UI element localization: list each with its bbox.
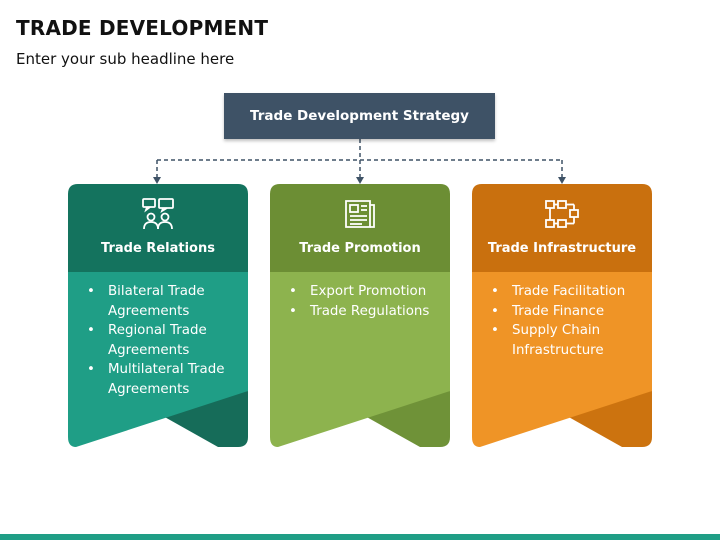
card-header: Trade Infrastructure — [472, 184, 652, 272]
page-subtitle: Enter your sub headline here — [16, 50, 235, 68]
card-trade-relations: Trade Relations Bilateral Trade Agreemen… — [68, 184, 248, 447]
card-title: Trade Promotion — [299, 241, 421, 256]
list-item: Trade Regulations — [289, 302, 442, 322]
card-trade-infrastructure: Trade Infrastructure Trade Facilitation … — [472, 184, 652, 447]
arrowhead-right — [558, 177, 566, 184]
arrowhead-middle — [356, 177, 364, 184]
network-blocks-icon — [545, 200, 579, 228]
page-title: TRADE DEVELOPMENT — [16, 16, 269, 40]
list-item: Export Promotion — [289, 282, 442, 302]
list-item: Bilateral Trade Agreements — [87, 282, 240, 321]
meeting-people-icon — [142, 198, 174, 230]
footer-bar — [0, 534, 720, 540]
list-item: Supply Chain Infrastructure — [491, 321, 644, 360]
arrowhead-left — [153, 177, 161, 184]
card-head — [472, 184, 652, 272]
list-item: Regional Trade Agreements — [87, 321, 240, 360]
card-header: Trade Promotion — [270, 184, 450, 272]
document-icon — [345, 200, 375, 228]
root-node: Trade Development Strategy — [224, 93, 495, 139]
card-trade-promotion: Trade Promotion Export Promotion Trade R… — [270, 184, 450, 447]
card-title: Trade Infrastructure — [487, 241, 637, 256]
card-head — [270, 184, 450, 272]
card-header: Trade Relations — [68, 184, 248, 272]
list-item: Multilateral Trade Agreements — [87, 360, 240, 399]
card-list: Bilateral Trade Agreements Regional Trad… — [68, 282, 248, 399]
list-item: Trade Finance — [491, 302, 644, 322]
card-title: Trade Relations — [101, 241, 215, 256]
card-list: Trade Facilitation Trade Finance Supply … — [472, 282, 652, 360]
list-item: Trade Facilitation — [491, 282, 644, 302]
root-node-label: Trade Development Strategy — [250, 108, 469, 124]
connector-lines — [153, 139, 566, 184]
card-list: Export Promotion Trade Regulations — [270, 282, 450, 321]
